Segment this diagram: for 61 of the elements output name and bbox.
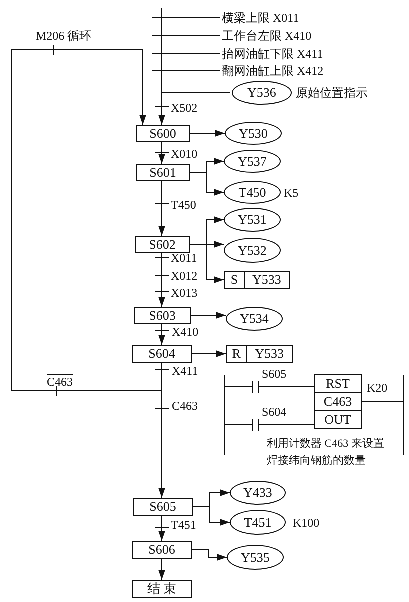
output-ellipse: T450 <box>224 181 281 204</box>
arrow <box>192 506 230 526</box>
output-note: 原始位置指示 <box>296 86 368 100</box>
output-ellipse: Y535 <box>227 545 284 570</box>
transition-label: T450 <box>171 198 196 212</box>
transition-label: X410 <box>172 325 199 339</box>
transition-label: X012 <box>171 269 198 283</box>
limit-switch-label: 翻网油缸上限 X412 <box>222 63 372 79</box>
arrow <box>158 324 166 346</box>
limit-switch-label: 工作台左限 X410 <box>222 28 372 44</box>
arrow <box>158 558 166 580</box>
arrow <box>192 350 226 358</box>
connector-line <box>162 92 230 94</box>
transition-label: T451 <box>171 518 196 532</box>
output-ellipse: Y537 <box>224 150 281 173</box>
step-box: S602 <box>135 236 190 253</box>
output-ellipse: Y433 <box>230 481 286 505</box>
arrow <box>158 516 166 542</box>
transition-label: X013 <box>171 286 198 300</box>
loop-label: M206 循环 <box>36 29 92 43</box>
arrow <box>192 550 228 561</box>
contact-label: S604 <box>262 405 287 419</box>
arrow <box>158 142 166 164</box>
step-box: 结 束 <box>132 580 192 598</box>
arrow <box>158 252 166 308</box>
limit-switch-label: 抬网油缸下限 X411 <box>222 46 372 62</box>
transition-label: X502 <box>171 101 198 115</box>
transition-label: X011 <box>171 251 198 265</box>
timer-constant: K5 <box>284 186 299 200</box>
counter-block: RST C463 OUT <box>314 374 362 429</box>
timer-constant: K100 <box>293 516 320 530</box>
step-box: S604 <box>132 345 192 363</box>
transition-label: C463 <box>47 375 74 389</box>
step-box: S601 <box>136 164 190 181</box>
arrow <box>190 312 226 319</box>
output-ellipse: Y536 <box>232 81 292 105</box>
output-ellipse: Y534 <box>226 307 283 331</box>
output-ellipse: Y532 <box>224 238 281 263</box>
step-box: S605 <box>133 498 193 516</box>
transition-label: X010 <box>171 147 198 161</box>
limit-switch-label: 横梁上限 X011 <box>222 10 372 26</box>
step-box: S600 <box>136 125 190 142</box>
contact-label: S605 <box>262 367 287 381</box>
arrow <box>158 180 166 236</box>
arrow <box>190 130 226 137</box>
instruction-box: S Y533 <box>224 271 290 289</box>
arrow <box>158 8 166 126</box>
counter-constant: K20 <box>367 381 388 395</box>
output-ellipse: Y530 <box>225 122 282 145</box>
arrow <box>190 244 224 284</box>
step-box: S606 <box>132 541 192 559</box>
arrow <box>190 172 224 196</box>
instruction-box: R Y533 <box>226 345 293 363</box>
transition-label: X411 <box>172 364 198 378</box>
step-box: S603 <box>134 307 191 324</box>
output-ellipse: Y531 <box>224 208 281 232</box>
transition-label: C463 <box>172 399 198 413</box>
arrow <box>12 50 162 392</box>
output-ellipse: T451 <box>230 510 286 535</box>
connector-line <box>152 70 220 72</box>
note-text: 利用计数器 C463 来设置焊接纬向钢筋的数量 <box>267 437 386 469</box>
